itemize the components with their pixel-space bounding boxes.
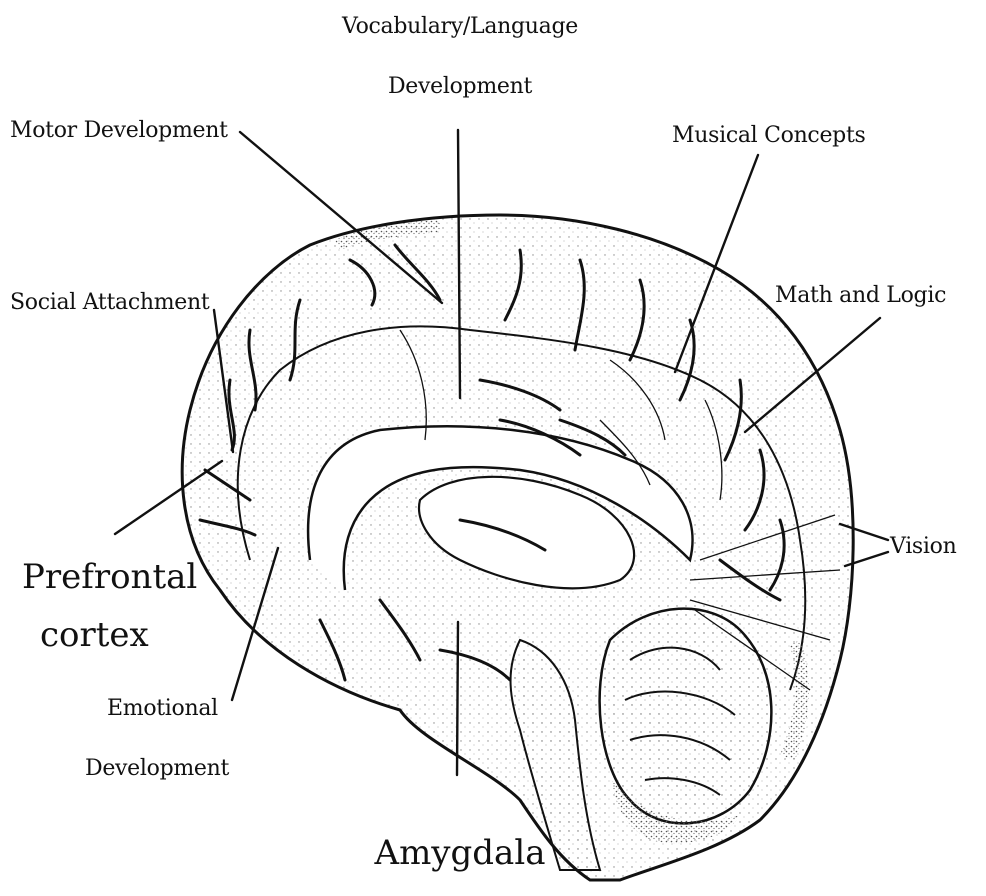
label-musical-concepts: Musical Concepts xyxy=(672,125,866,147)
label-emotional-line2: Development xyxy=(85,758,229,780)
label-math-and-logic: Math and Logic xyxy=(775,285,946,307)
cerebellum xyxy=(600,609,772,824)
label-vision: Vision xyxy=(890,536,956,558)
label-emotional-line1: Emotional xyxy=(107,698,218,720)
label-vocabulary-line1: Vocabulary/Language xyxy=(265,16,655,38)
label-prefrontal-line2: cortex xyxy=(40,618,149,652)
label-social-attachment: Social Attachment xyxy=(10,292,209,314)
label-motor-development: Motor Development xyxy=(10,120,228,142)
label-amygdala: Amygdala xyxy=(310,836,610,870)
label-vocabulary-line2: Development xyxy=(265,76,655,98)
leader-amygdala xyxy=(457,622,458,775)
label-prefrontal-line1: Prefrontal xyxy=(22,560,197,594)
